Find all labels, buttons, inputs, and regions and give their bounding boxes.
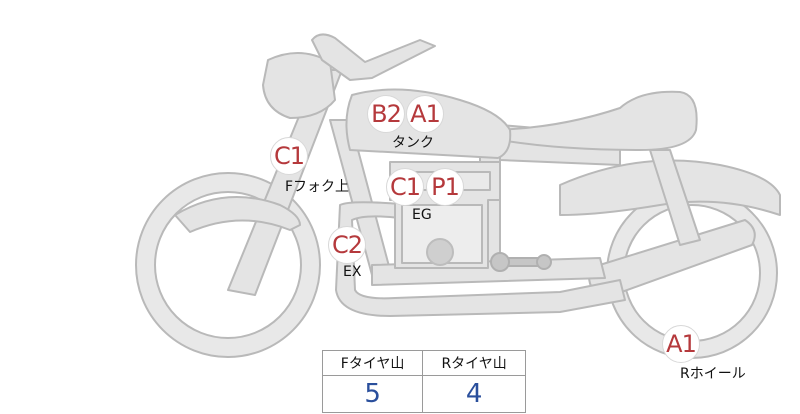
foot-peg: [490, 252, 552, 272]
marker-a1-wheel[interactable]: A1: [662, 325, 700, 363]
front-tire-value: 5: [321, 375, 424, 413]
marker-b2[interactable]: B2: [367, 95, 405, 133]
tire-table-value-row: 5 4: [321, 375, 526, 413]
marker-c1-engine[interactable]: C1: [386, 168, 424, 206]
label-rear-wheel: Rホイール: [680, 366, 746, 382]
tire-tread-table: Fタイヤ山 Rタイヤ山 5 4: [321, 350, 526, 413]
label-engine: EG: [412, 207, 432, 223]
rear-tire-header: Rタイヤ山: [422, 350, 526, 376]
label-tank: タンク: [392, 135, 434, 151]
marker-c2[interactable]: C2: [328, 226, 366, 264]
seat: [494, 90, 698, 151]
front-fender: [174, 196, 301, 233]
marker-c1-fork[interactable]: C1: [270, 137, 308, 175]
exhaust-pipe: [335, 201, 626, 317]
marker-a1-tank[interactable]: A1: [406, 95, 444, 133]
rear-tire-value: 4: [422, 375, 526, 413]
label-front-fork: Fフォク上: [285, 179, 350, 195]
handlebar: [311, 33, 436, 81]
label-exhaust: EX: [343, 264, 362, 280]
front-tire-header: Fタイヤ山: [321, 350, 424, 376]
tire-table-header-row: Fタイヤ山 Rタイヤ山: [321, 350, 526, 376]
swing-arm: [588, 219, 756, 299]
marker-p1[interactable]: P1: [426, 168, 464, 206]
rear-shock: [649, 149, 701, 246]
headlight-cowl: [262, 51, 336, 119]
